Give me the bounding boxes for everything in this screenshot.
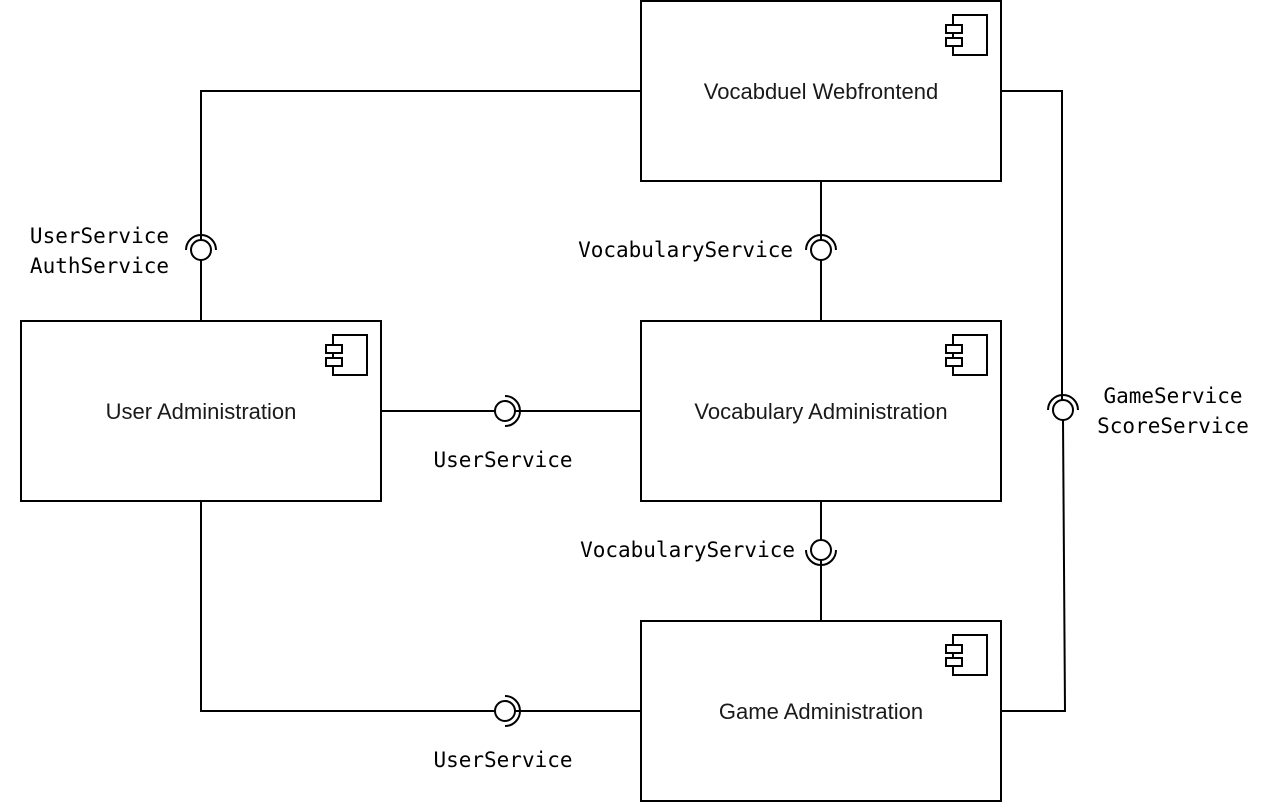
- component-icon: [945, 14, 988, 56]
- required-interface-socket: [805, 549, 837, 566]
- provided-interface-circle: [494, 400, 516, 422]
- interface-labels: UserService AuthService VocabularyServic…: [30, 224, 1249, 772]
- required-interface-socket: [504, 395, 521, 427]
- provided-interface-circle: [1052, 399, 1074, 421]
- component-box: [20, 320, 382, 502]
- provided-interface-circle: [810, 539, 832, 561]
- wire-webfrontend-game: [1001, 90, 1063, 400]
- component-box: [640, 0, 1002, 182]
- interface-vocab-top: [805, 234, 837, 261]
- interface-label-gameservice: GameService: [1103, 384, 1242, 408]
- interface-vocab-bottom: [805, 539, 837, 566]
- interface-label-userservice-mid: UserService: [433, 448, 572, 472]
- interface-label-userservice-bottom: UserService: [433, 748, 572, 772]
- required-interface-socket: [185, 234, 217, 251]
- component-icon: [945, 334, 988, 376]
- component-user-administration[interactable]: User Administration: [20, 320, 382, 502]
- interface-label-userservice-left: UserService: [30, 224, 169, 248]
- interface-label-authservice-left: AuthService: [30, 254, 169, 278]
- interfaces: [185, 234, 1079, 727]
- component-box: [640, 320, 1002, 502]
- interface-game-score: [1047, 394, 1079, 421]
- required-interface-socket: [1047, 394, 1079, 411]
- interface-user-mid: [494, 395, 521, 427]
- interface-user-auth: [185, 234, 217, 261]
- provided-interface-circle: [494, 700, 516, 722]
- component-label: Vocabulary Administration: [694, 399, 947, 424]
- connections: [200, 90, 1067, 712]
- interface-label-scoreservice: ScoreService: [1097, 414, 1249, 438]
- component-game-administration[interactable]: Game Administration: [640, 620, 1002, 802]
- component-label: Vocabduel Webfrontend: [704, 79, 938, 104]
- wire-webfrontend-user-auth: [200, 90, 641, 240]
- required-interface-socket: [805, 234, 837, 251]
- component-box: [640, 620, 1002, 802]
- interface-user-bottom: [494, 695, 521, 727]
- provided-interface-circle: [190, 239, 212, 261]
- required-interface-socket: [504, 695, 521, 727]
- provided-interface-circle: [810, 239, 832, 261]
- interface-label-vocabularyservice-bottom: VocabularyService: [580, 538, 795, 562]
- wire-game-provider-score: [1001, 419, 1067, 712]
- component-icon: [945, 634, 988, 676]
- component-vocabulary-administration[interactable]: Vocabulary Administration: [640, 320, 1002, 502]
- component-label: Game Administration: [719, 699, 923, 724]
- wire-user-provider-bottom: [200, 501, 495, 712]
- component-label: User Administration: [106, 399, 297, 424]
- component-icon: [325, 334, 368, 376]
- interface-label-vocabularyservice-top: VocabularyService: [578, 238, 793, 262]
- component-webfrontend[interactable]: Vocabduel Webfrontend: [640, 0, 1002, 182]
